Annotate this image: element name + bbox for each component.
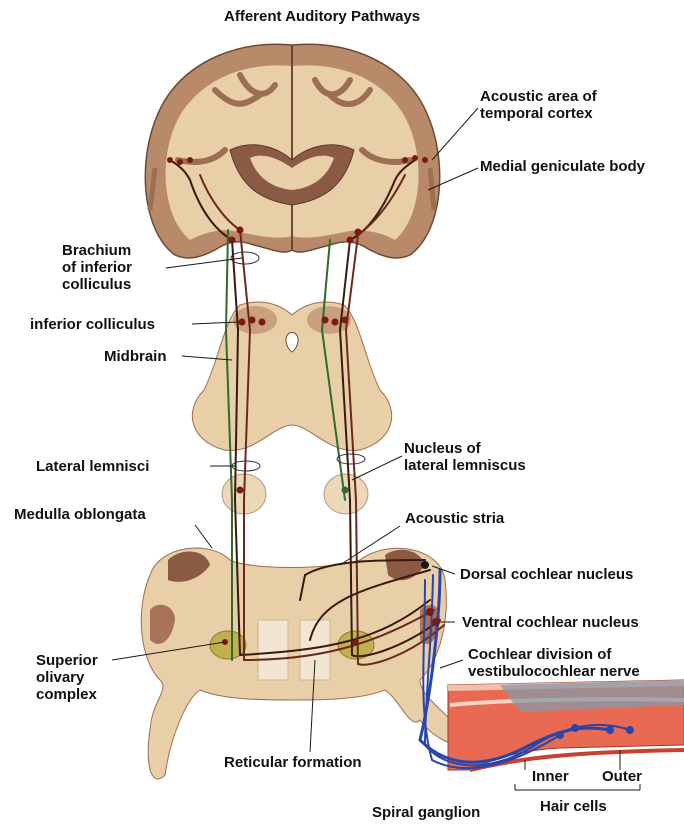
label-acoustic-area: Acoustic area of temporal cortex (480, 88, 597, 122)
cochlea-section (448, 680, 684, 770)
label-medulla: Medulla oblongata (14, 506, 146, 523)
label-acoustic-stria: Acoustic stria (405, 510, 504, 527)
label-hair-cells: Hair cells (540, 798, 607, 815)
right-lemniscus-nucleus-shape (324, 474, 368, 514)
label-cochlear-division: Cochlear division of vestibulocochlear n… (468, 646, 640, 680)
label-lateral-lemnisci: Lateral lemnisci (36, 458, 149, 475)
label-superior-olivary: Superior olivary complex (36, 652, 98, 703)
label-brachium: Brachium of inferior colliculus (62, 242, 132, 293)
label-ventral-cochlear: Ventral cochlear nucleus (462, 614, 639, 631)
midbrain-section (192, 302, 391, 451)
label-nucleus-lateral-lemniscus: Nucleus of lateral lemniscus (404, 440, 526, 474)
diagram-title: Afferent Auditory Pathways (224, 8, 420, 25)
label-outer: Outer (602, 768, 642, 785)
label-reticular: Reticular formation (224, 754, 362, 771)
cerebrum-section (145, 44, 439, 258)
label-midbrain: Midbrain (104, 348, 167, 365)
label-medial-geniculate: Medial geniculate body (480, 158, 645, 175)
medulla-section (141, 548, 470, 779)
label-spiral-ganglion: Spiral ganglion (372, 804, 480, 821)
label-inferior-colliculus: inferior colliculus (30, 316, 155, 333)
label-dorsal-cochlear: Dorsal cochlear nucleus (460, 566, 633, 583)
label-inner: Inner (532, 768, 569, 785)
